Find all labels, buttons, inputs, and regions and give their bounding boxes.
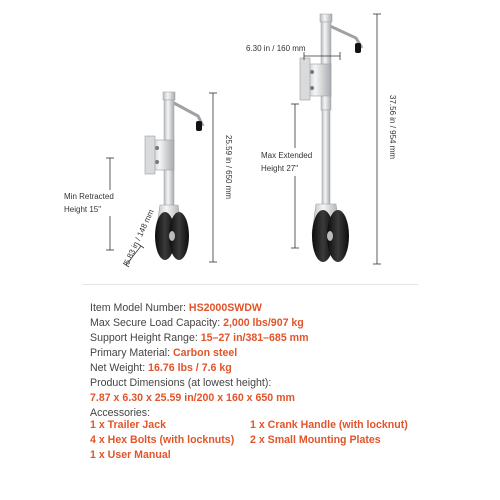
spec-height-range: Support Height Range: 15–27 in/381–685 m… (90, 332, 309, 344)
dimension-left-width: 5.83 in / 148 mm (122, 208, 155, 266)
dimension-left-height: 25.59 in / 650 mm (224, 135, 233, 199)
spec-dims-value: 7.87 x 6.30 x 25.59 in/200 x 160 x 650 m… (90, 392, 295, 404)
min-height-label-bg (58, 190, 128, 216)
max-height-label-bg (258, 148, 316, 176)
dimension-right-height-line (373, 13, 381, 265)
spec-accessories-label: Accessories: (90, 407, 151, 419)
min-height-label-line2: Height 15" (64, 205, 101, 214)
jack-retracted-image (144, 91, 205, 260)
accessory-item: 1 x Crank Handle (with locknut) (250, 419, 408, 431)
dimension-left-height-line (209, 92, 217, 263)
section-divider (82, 284, 418, 285)
dimension-right-height: 37.56 in / 954 mm (388, 95, 397, 159)
spec-material: Primary Material: Carbon steel (90, 347, 238, 359)
accessory-item: 1 x Trailer Jack (90, 419, 166, 431)
spec-dims-label: Product Dimensions (at lowest height): (90, 377, 272, 389)
accessory-item: 2 x Small Mounting Plates (250, 434, 381, 446)
dimension-left-width-line (122, 243, 145, 268)
spec-load: Max Secure Load Capacity: 2,000 lbs/907 … (90, 317, 304, 329)
min-height-label-line1: Min Retracted (64, 192, 114, 201)
dimension-right-width-line (303, 52, 341, 60)
product-figure: 25.59 in / 650 mm 5.83 in / 148 mm Min R… (58, 13, 397, 268)
max-height-label-line2: Height 27" (261, 164, 298, 173)
spec-model: Item Model Number: HS2000SWDW (90, 302, 262, 314)
accessory-item: 1 x User Manual (90, 449, 171, 461)
dimension-right-width: 6.30 in / 160 mm (246, 44, 306, 53)
max-height-label-line1: Max Extended (261, 151, 312, 160)
accessory-item: 4 x Hex Bolts (with locknuts) (90, 434, 235, 446)
spec-weight: Net Weight: 16.76 lbs / 7.6 kg (90, 362, 232, 374)
jack-extended-image (299, 13, 364, 262)
